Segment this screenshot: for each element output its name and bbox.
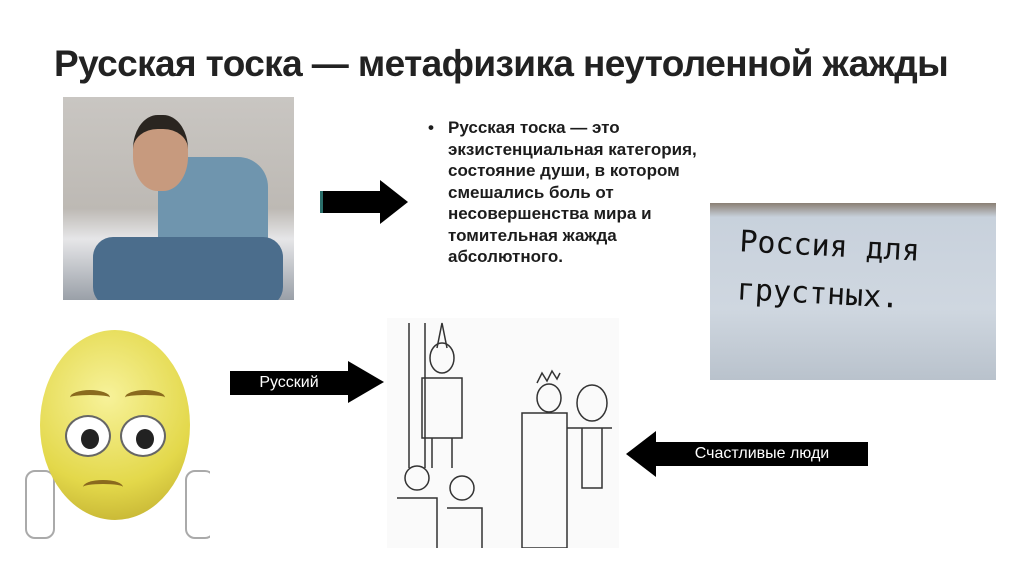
arrow-right-icon [320,180,408,224]
arrow-russian-label: Русский [230,371,348,395]
slide-title: Русская тоска — метафизика неутоленной ж… [54,43,949,84]
arrow-happy-label: Счастливые люди [656,442,868,466]
party-drawing [387,318,619,548]
sad-smiley-image [25,330,210,540]
graffiti-wall-photo: Россия для грустных. [710,203,996,380]
graffiti-text: Россия для грустных. [736,224,921,316]
sad-man-photo [63,97,294,300]
definition-text: Русская тоска — это экзистенциальная кат… [448,118,697,266]
bullet-text: •Русская тоска — это экзистенциальная ка… [428,117,728,268]
arrow-russian: Русский [230,361,384,403]
arrow-happy-people: Счастливые люди [626,431,868,477]
